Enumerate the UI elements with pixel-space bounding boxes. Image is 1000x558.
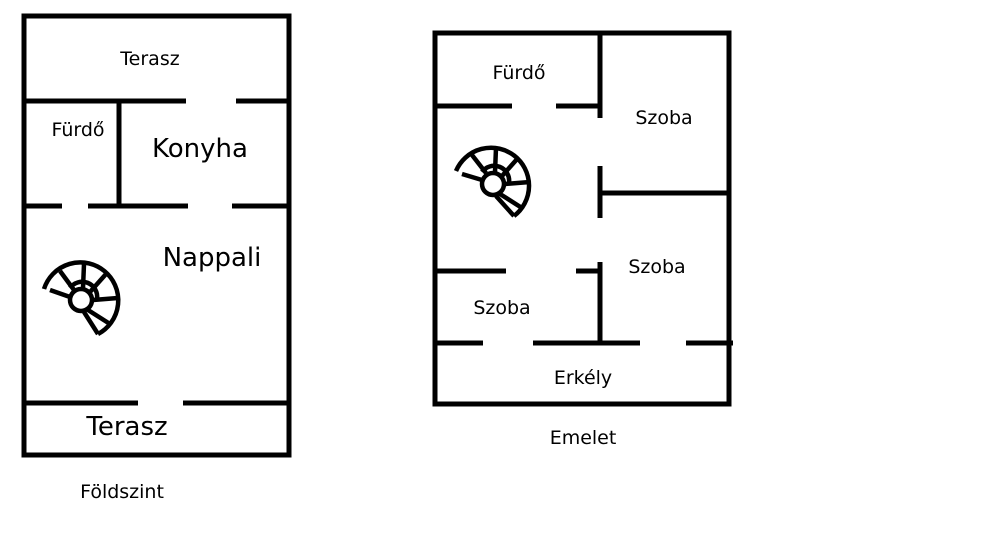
room-label-szoba: Szoba xyxy=(628,256,685,278)
ground-floor-plan: Terasz Fürdő Konyha Nappali Terasz Földs… xyxy=(21,13,292,503)
room-label-erkely: Erkély xyxy=(554,367,612,389)
room-label-konyha: Konyha xyxy=(152,134,248,164)
spiral-staircase-icon xyxy=(453,145,532,218)
room-label-terasz: Terasz xyxy=(119,48,179,70)
upper-floor-plan: Fürdő Szoba Szoba Szoba Erkély Emelet xyxy=(432,30,733,449)
spiral-staircase-icon xyxy=(41,260,121,336)
room-label-szoba: Szoba xyxy=(473,297,530,319)
room-label-nappali: Nappali xyxy=(163,243,262,273)
room-label-terasz: Terasz xyxy=(85,412,167,442)
ground-floor-outer-wall xyxy=(21,13,292,458)
floor-caption: Földszint xyxy=(80,481,164,503)
room-label-furdo: Fürdő xyxy=(492,62,545,84)
upper-floor-outer-wall xyxy=(432,30,732,407)
room-label-furdo: Fürdő xyxy=(51,119,104,141)
floor-caption: Emelet xyxy=(550,427,617,449)
room-label-szoba: Szoba xyxy=(635,107,692,129)
